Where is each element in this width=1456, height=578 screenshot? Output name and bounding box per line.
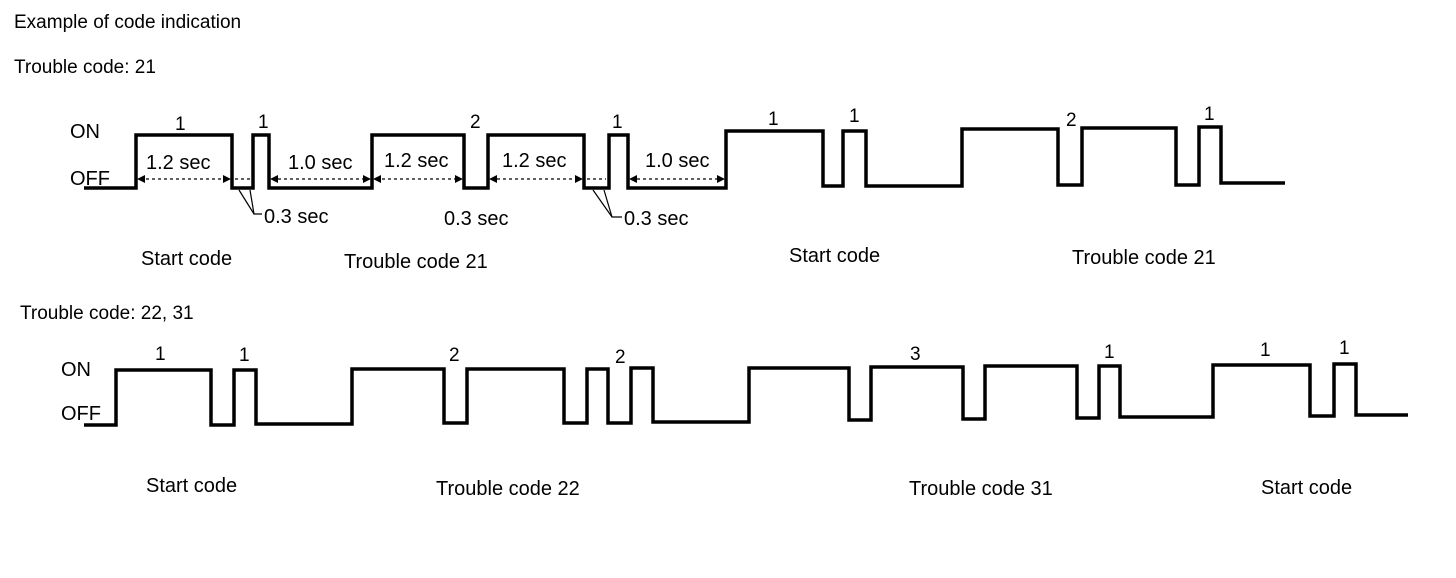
timing-label: 0.3 sec [624,208,688,230]
diagram1-on-label: ON [70,121,100,143]
diagram2-caption: Start code [146,475,237,497]
timing-label: 1.2 sec [502,150,566,172]
diagram1-pulse-number: 1 [175,114,186,135]
timing-arrow [270,175,371,183]
diagram1-pulse-number: 1 [258,112,269,133]
diagram1-caption: Start code [141,248,232,270]
diagram2-pulse-number: 2 [615,347,626,368]
timing-arrow [137,175,231,183]
diagram2-caption: Trouble code 31 [909,478,1053,500]
figure-title: Example of code indication [14,12,242,33]
timing-label: 0.3 sec [264,206,328,228]
diagram2-pulse-number: 1 [1339,338,1350,359]
timing-label: 1.0 sec [645,150,709,172]
timing-arrow [489,175,583,183]
diagram2-off-label: OFF [61,403,101,425]
diagram1-pulse-number: 1 [849,106,860,127]
diagram1-off-label: OFF [70,168,110,190]
diagram2-caption: Start code [1261,477,1352,499]
diagram2-pulse-number: 1 [239,345,250,366]
diagram1-pulse-number: 2 [1066,110,1077,131]
diagram1-caption: Trouble code 21 [1072,247,1216,269]
diagram2-caption: Trouble code 22 [436,478,580,500]
diagram2-signal [84,362,1408,427]
timing-arrow [373,175,463,183]
diagram1-pulse-number: 1 [1204,104,1215,125]
diagram2-pulse-number: 1 [1104,342,1115,363]
diagram2-on-label: ON [61,359,91,381]
diagram1-heading: Trouble code: 21 [14,57,156,78]
diagram1-signal [84,125,1285,190]
diagram1-pulse-number: 1 [612,112,623,133]
timing-label: 0.3 sec [444,208,508,230]
diagram2-pulse-number: 3 [910,344,921,365]
diagram1-pulse-number: 1 [768,109,779,130]
timing-label: 1.0 sec [288,152,352,174]
diagram2-pulse-number: 1 [1260,340,1271,361]
diagram2-pulse-number: 2 [449,345,460,366]
diagram1-pulse-number: 2 [470,112,481,133]
leader-line [238,189,622,218]
diagram1-caption: Trouble code 21 [344,251,488,273]
timing-label: 1.2 sec [384,150,448,172]
diagram2-pulse-number: 1 [155,344,166,365]
timing-arrow [629,175,725,183]
diagram2-heading: Trouble code: 22, 31 [20,303,194,324]
timing-label: 1.2 sec [146,152,210,174]
diagram1-caption: Start code [789,245,880,267]
